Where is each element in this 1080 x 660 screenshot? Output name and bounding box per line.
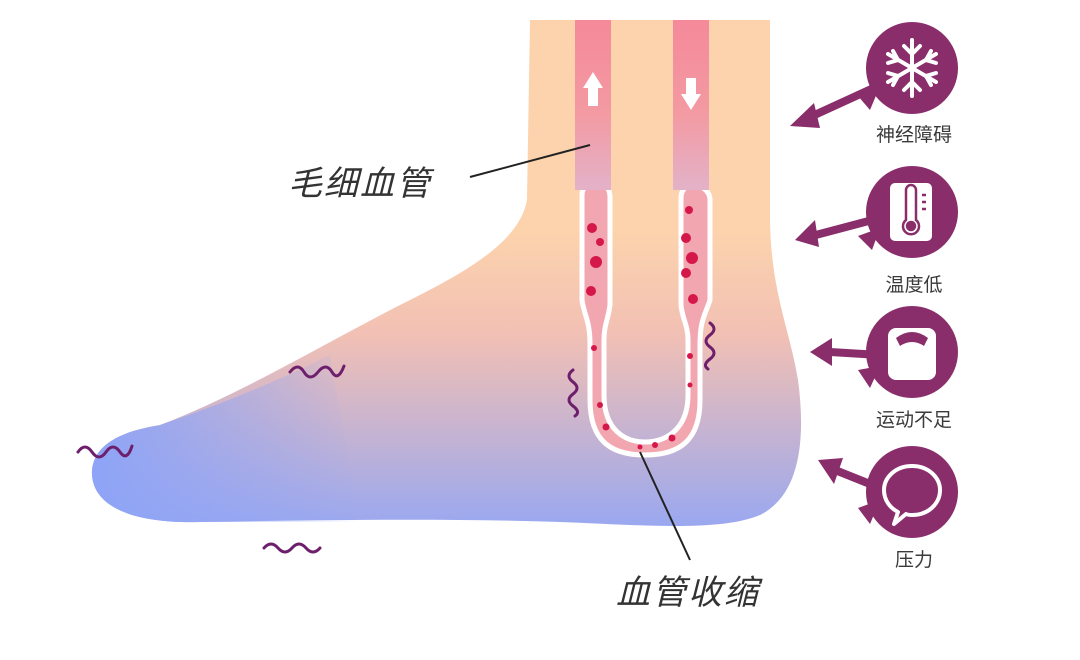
- shiver-lines: [76, 321, 716, 554]
- capillary-label: 毛细血管: [288, 164, 432, 204]
- flow-up-arrow-icon: [583, 72, 603, 106]
- factor-icon-3: [858, 306, 958, 398]
- factor-icon-1: [858, 22, 958, 114]
- blood-cells: [586, 206, 698, 450]
- vasoconstriction-label: 血管收缩: [616, 573, 760, 613]
- constriction-leader-line: [639, 451, 691, 561]
- thermometer-icon: [901, 183, 926, 236]
- scale-icon: [888, 328, 936, 380]
- snowflake-icon: [886, 38, 938, 98]
- toe-tint: [91, 355, 360, 523]
- factor-label-2: 温度低: [885, 274, 943, 296]
- factor-label-4: 压力: [894, 549, 933, 571]
- factor-icon-4: [858, 446, 958, 538]
- capillary-loop-outline: [579, 182, 713, 458]
- flow-down-arrow-icon: [681, 78, 701, 110]
- capillary-leader-line: [469, 144, 591, 178]
- factor-label-1: 神经障碍: [875, 124, 952, 146]
- speech-bubble-icon: [882, 464, 942, 526]
- factor-icon-2: [858, 166, 958, 258]
- factor-label-3: 运动不足: [875, 409, 952, 431]
